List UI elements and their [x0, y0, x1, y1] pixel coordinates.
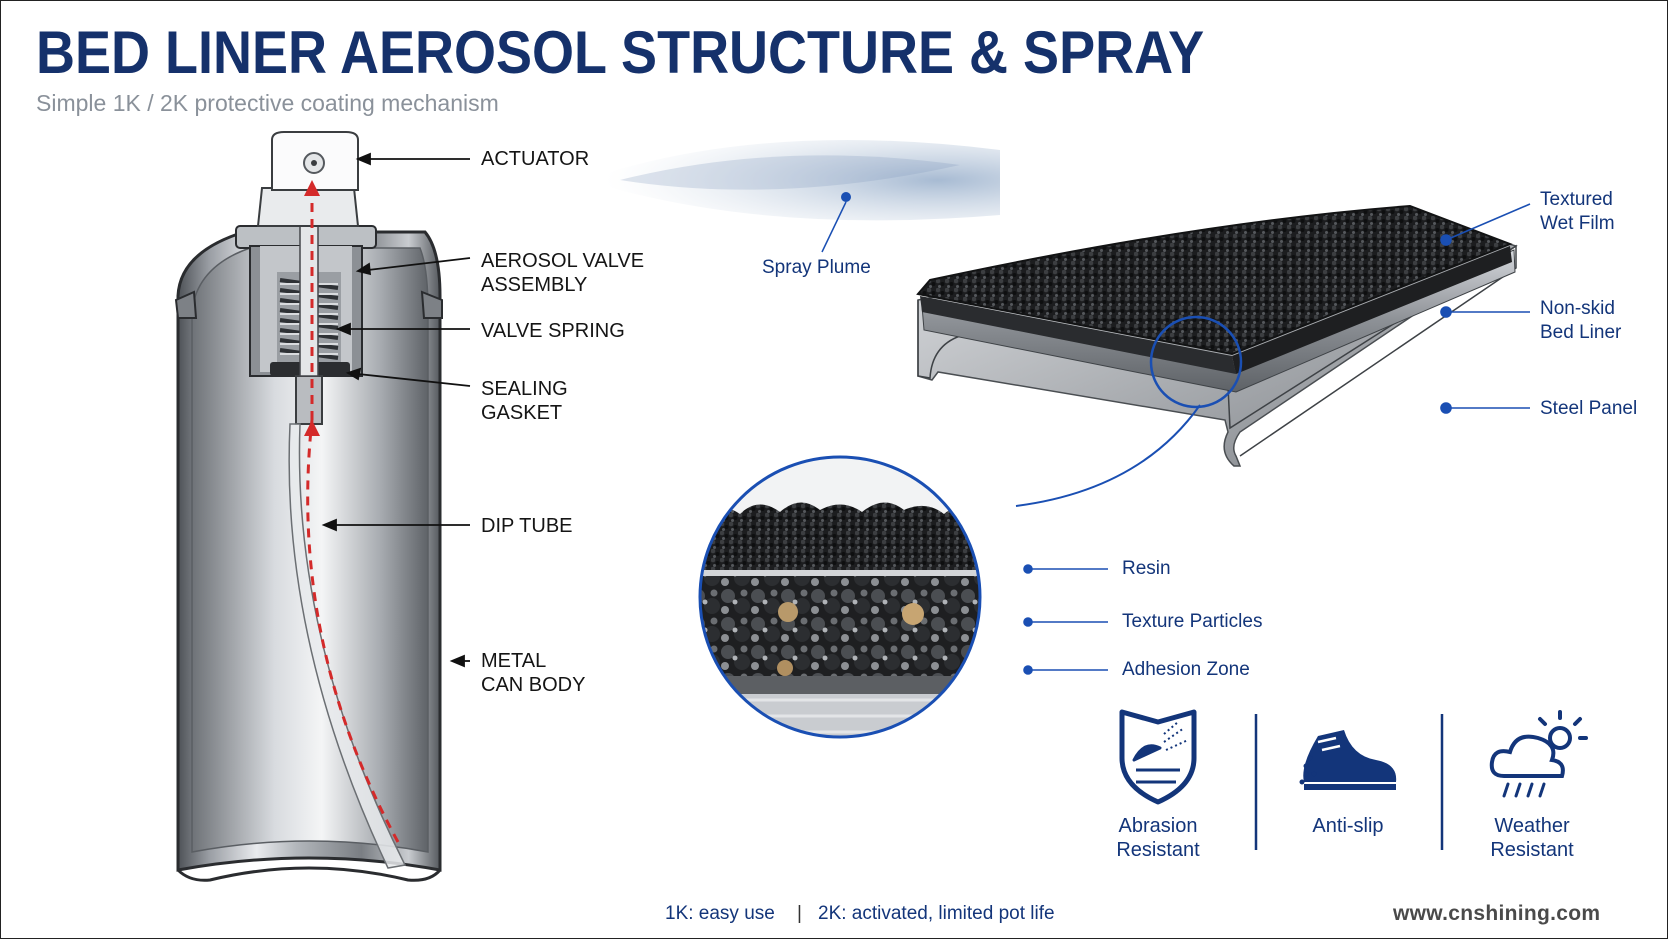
page-subtitle: Simple 1K / 2K protective coating mechan…	[36, 90, 499, 116]
label-wet-film-line2: Wet Film	[1540, 213, 1615, 234]
benefit-anti-slip-line1: Anti-slip	[1312, 815, 1384, 837]
label-bed-liner-line2: Bed Liner	[1540, 322, 1622, 343]
label-bed-liner-line1: Non-skid	[1540, 298, 1615, 319]
bed-liner-panel	[916, 204, 1518, 467]
cloud-sun-rain-icon	[1489, 710, 1588, 798]
footer-1k-note: 1K: easy use	[665, 903, 775, 924]
spray-plume	[585, 140, 1000, 253]
benefit-weather: Weather Resistant	[1462, 814, 1602, 862]
label-valve-assembly-line1: AEROSOL VALVE	[481, 250, 645, 272]
benefit-anti-slip: Anti-slip	[1278, 814, 1418, 838]
label-adhesion-zone: Adhesion Zone	[1122, 659, 1250, 680]
benefit-abrasion: Abrasion Resistant	[1088, 814, 1228, 862]
label-can-body-line1: METAL	[481, 650, 547, 672]
shoe-icon	[1299, 730, 1397, 790]
label-valve-assembly-line2: ASSEMBLY	[481, 274, 588, 296]
aerosol-can	[174, 131, 443, 882]
dip-tube	[288, 423, 407, 869]
benefit-abrasion-line1: Abrasion	[1118, 815, 1198, 837]
label-sealing-gasket-line1: SEALING	[481, 378, 568, 400]
zoom-cross-section	[700, 457, 980, 737]
zoom-source-circle	[1149, 315, 1243, 409]
zoom-leader-lines	[1023, 564, 1108, 675]
label-dip-tube: DIP TUBE	[481, 515, 573, 537]
label-actuator: ACTUATOR	[481, 148, 590, 170]
label-sealing-gasket-line2: GASKET	[481, 402, 563, 424]
benefit-weather-line2: Resistant	[1490, 839, 1574, 861]
label-spray-plume: Spray Plume	[762, 257, 871, 278]
actuator	[256, 131, 360, 227]
label-resin: Resin	[1122, 558, 1171, 579]
shield-spray-icon	[1119, 709, 1197, 805]
footer-divider: |	[797, 903, 802, 924]
label-texture-particles: Texture Particles	[1122, 611, 1263, 632]
page-title: BED LINER AEROSOL STRUCTURE & SPRAY	[36, 19, 1205, 87]
label-valve-spring: VALVE SPRING	[481, 320, 625, 342]
panel-leader-lines	[1440, 203, 1531, 414]
label-steel-panel: Steel Panel	[1540, 398, 1638, 419]
benefit-abrasion-line2: Resistant	[1116, 839, 1200, 861]
footer-2k-note: 2K: activated, limited pot life	[818, 903, 1055, 924]
footer-url[interactable]: www.cnshining.com	[1393, 902, 1601, 925]
label-wet-film-line1: Textured	[1540, 189, 1613, 210]
can-leader-lines	[321, 152, 471, 668]
label-can-body-line2: CAN BODY	[481, 674, 586, 696]
benefit-weather-line1: Weather	[1494, 815, 1570, 837]
